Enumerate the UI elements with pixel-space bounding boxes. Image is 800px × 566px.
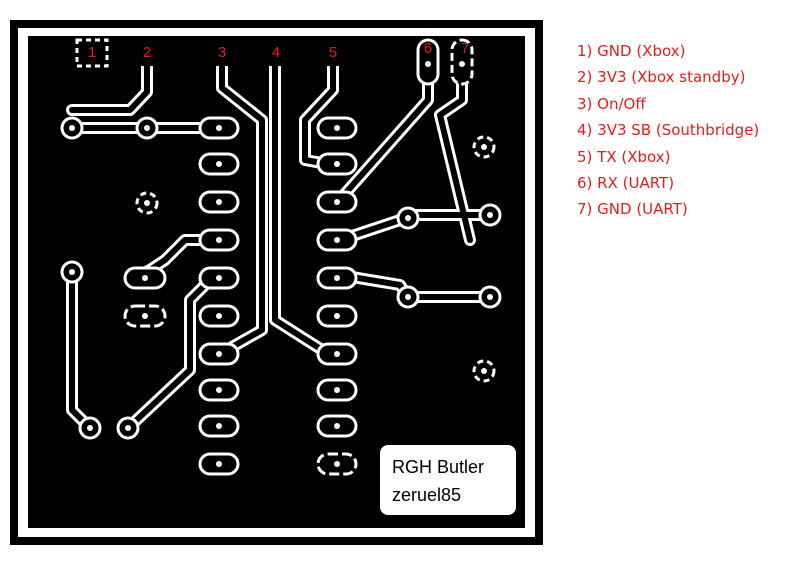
pad-holes bbox=[216, 125, 340, 467]
legend-item-6: 6) RX (UART) bbox=[577, 174, 675, 193]
pin-number-1: 1 bbox=[88, 44, 96, 61]
pin-number-3: 3 bbox=[218, 44, 226, 61]
legend-item-4: 4) 3V3 SB (Southbridge) bbox=[577, 121, 760, 140]
pin-pad-2 bbox=[133, 40, 161, 66]
pin-legend: 1) GND (Xbox) 2) 3V3 (Xbox standby) 3) O… bbox=[577, 38, 759, 223]
pin-pad-5 bbox=[319, 40, 347, 66]
pin-number-4: 4 bbox=[272, 44, 280, 61]
legend-item-5: 5) TX (Xbox) bbox=[577, 147, 671, 166]
board-author: zeruel85 bbox=[392, 485, 461, 505]
pin-pad-1 bbox=[75, 38, 109, 68]
legend-item-2: 2) 3V3 (Xbox standby) bbox=[577, 68, 746, 87]
board-label-box bbox=[380, 445, 516, 515]
pin-pad-3 bbox=[208, 40, 236, 66]
board-title: RGH Butler bbox=[392, 457, 484, 477]
pin-number-6: 6 bbox=[424, 40, 432, 57]
legend-item-7: 7) GND (UART) bbox=[577, 200, 688, 219]
top-connector-pads bbox=[75, 38, 347, 68]
pin-number-5: 5 bbox=[329, 44, 337, 61]
pin-number-2: 2 bbox=[143, 44, 151, 61]
pin-number-7: 7 bbox=[461, 40, 469, 57]
legend-item-1: 1) GND (Xbox) bbox=[577, 42, 686, 60]
legend-item-3: 3) On/Off bbox=[577, 94, 646, 113]
round-pad-holes bbox=[69, 125, 493, 431]
pin-pad-4 bbox=[262, 40, 290, 66]
